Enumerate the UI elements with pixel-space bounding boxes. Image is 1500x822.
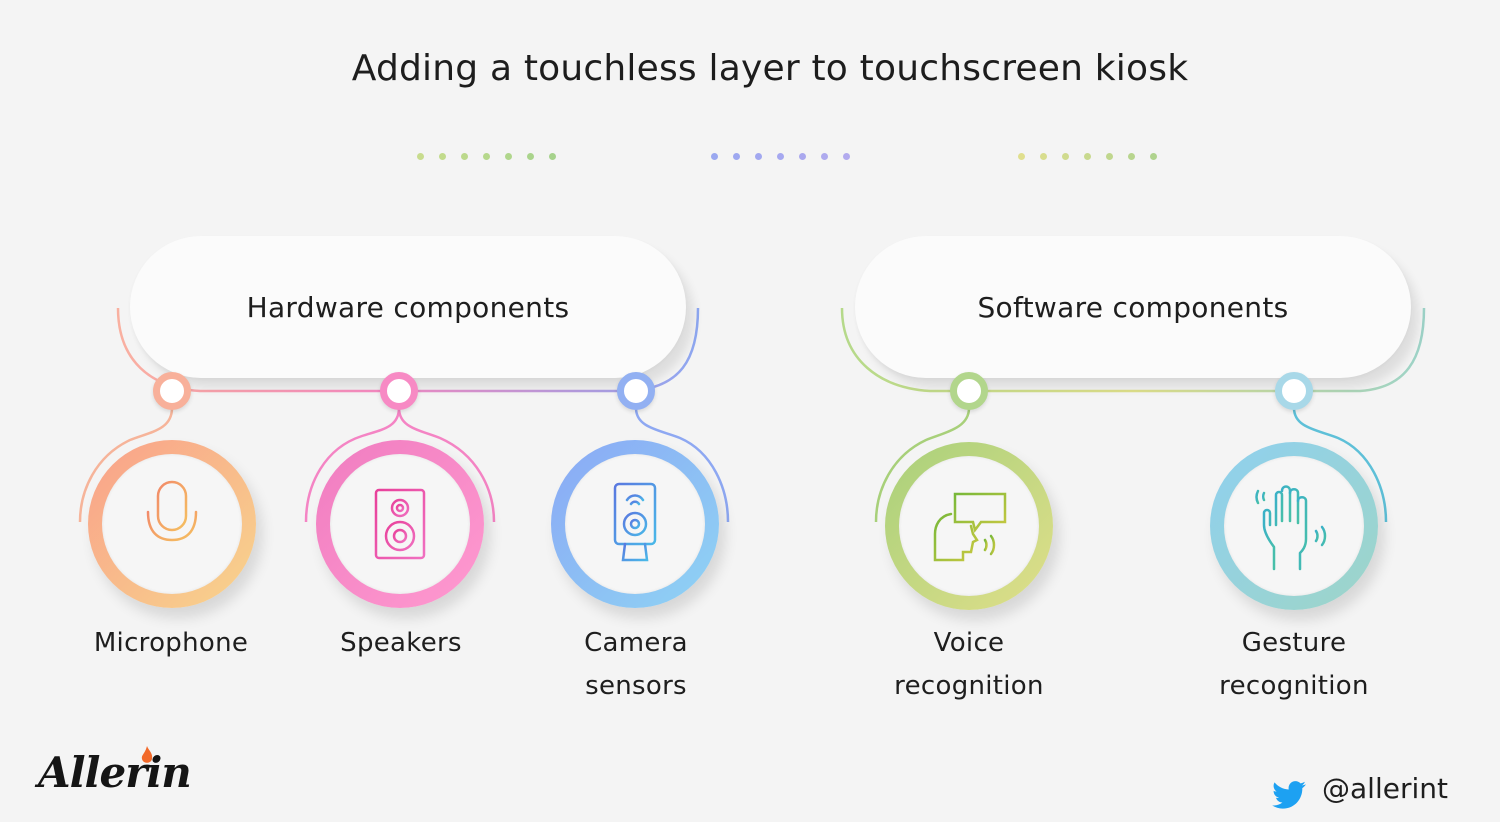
gesture-recognition-icon bbox=[1255, 485, 1327, 571]
camera-label-line2: sensors bbox=[585, 671, 687, 701]
speakers-card bbox=[316, 440, 484, 608]
microphone-node bbox=[153, 372, 191, 410]
camera-sensors-label: Camera sensors bbox=[516, 622, 756, 708]
voice-recognition-icon bbox=[933, 492, 1007, 562]
microphone-label: Microphone bbox=[93, 628, 249, 658]
voice-label-line2: recognition bbox=[894, 671, 1044, 701]
decorative-dots-center bbox=[711, 153, 850, 160]
gesture-recognition-card bbox=[1210, 442, 1378, 610]
decorative-dots-right bbox=[1018, 153, 1157, 160]
camera-node bbox=[617, 372, 655, 410]
gesture-label-line1: Gesture bbox=[1241, 628, 1347, 658]
twitter-icon bbox=[1272, 781, 1306, 809]
speakers-node bbox=[380, 372, 418, 410]
gesture-recognition-label: Gesture recognition bbox=[1174, 622, 1414, 708]
decorative-dots-left bbox=[417, 153, 556, 160]
allerin-logo: Allerin bbox=[38, 748, 192, 797]
speakers-label: Speakers bbox=[340, 628, 462, 658]
voice-recognition-label: Voice recognition bbox=[849, 622, 1089, 708]
camera-sensor-icon bbox=[613, 482, 657, 566]
gesture-node bbox=[1275, 372, 1313, 410]
camera-label-line1: Camera bbox=[584, 628, 688, 658]
voice-node bbox=[950, 372, 988, 410]
hardware-heading-text: Hardware components bbox=[246, 290, 570, 324]
hardware-components-heading: Hardware components bbox=[130, 236, 686, 378]
gesture-label-line2: recognition bbox=[1219, 671, 1369, 701]
microphone-icon bbox=[146, 480, 198, 564]
twitter-handle[interactable]: @allerint bbox=[1322, 772, 1448, 805]
page-title: Adding a touchless layer to touchscreen … bbox=[351, 48, 1189, 89]
voice-label-line1: Voice bbox=[933, 628, 1005, 658]
software-heading-text: Software components bbox=[977, 290, 1289, 324]
twitter-link[interactable] bbox=[1272, 781, 1306, 809]
speaker-icon bbox=[364, 488, 436, 560]
flame-icon bbox=[141, 746, 153, 763]
microphone-card bbox=[88, 440, 256, 608]
voice-recognition-card bbox=[885, 442, 1053, 610]
camera-sensors-card bbox=[551, 440, 719, 608]
software-components-heading: Software components bbox=[855, 236, 1411, 378]
